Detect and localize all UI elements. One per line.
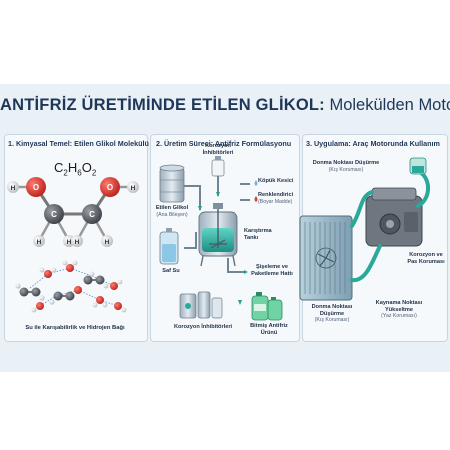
corrosion-inhibitor-bottle-top xyxy=(211,156,225,177)
engine-block-icon xyxy=(365,187,423,247)
title-rest: Molekülden Motora xyxy=(329,96,450,114)
atom-letters: O O C C H H H H H H xyxy=(11,183,136,246)
mixing-tank-icon xyxy=(198,203,238,267)
corrosion-inhibitor-barrels xyxy=(179,291,223,319)
water-and-glycol-molecules xyxy=(15,260,127,313)
panel-1-caption: Su ile Karışabilirlik ve Hidrojen Bağı xyxy=(25,325,125,331)
svg-text:O: O xyxy=(107,183,113,192)
hydrogen-atom xyxy=(7,181,19,193)
coolant-reservoir-icon xyxy=(409,157,427,175)
label-dye: Renklendirici(Boyar Madde) xyxy=(258,192,294,205)
hydrogen-atom xyxy=(33,235,45,247)
pure-water-tank-icon xyxy=(159,228,179,265)
svg-text:C: C xyxy=(51,210,57,219)
molecular-formula: C2H6O2 xyxy=(54,160,97,178)
dye-drop-icon xyxy=(254,196,258,202)
svg-text:C: C xyxy=(89,210,95,219)
label-boiling-point: Kaynama Noktası Yükseltme (Yaz Koruması) xyxy=(375,300,423,320)
carbon-atom-right xyxy=(82,204,102,224)
label-freeze-point-bottom: Donma Noktası Düşürme (Kış Koruması) xyxy=(311,304,353,324)
svg-text:H: H xyxy=(37,239,42,246)
label-freeze-point-top: Donma Noktası Düşürme(Kış Koruması) xyxy=(312,160,380,173)
glycol-drum-icon xyxy=(159,164,185,203)
antifoam-drop-icon xyxy=(254,180,258,186)
hydrogen-atom xyxy=(101,235,113,247)
oxygen-atom-left xyxy=(26,177,46,197)
carbon-atom-left xyxy=(44,204,64,224)
page-title: ANTİFRİZ ÜRETİMİNDE ETİLEN GLİKOL: Molek… xyxy=(0,96,450,115)
panel-1-heading: 1. Kimyasal Temel: Etilen Glikol Molekül… xyxy=(8,139,149,148)
label-antifoam: Köpük Kesici xyxy=(258,178,294,184)
radiator-fan-icon xyxy=(315,247,337,269)
svg-text:H: H xyxy=(105,239,110,246)
panel-3-heading: 3. Uygulama: Araç Motorunda Kullanım xyxy=(306,139,440,148)
svg-text:H: H xyxy=(75,239,80,246)
svg-text:H: H xyxy=(11,185,16,192)
hydrogen-atom xyxy=(127,181,139,193)
svg-text:O: O xyxy=(33,183,39,192)
title-bold: ANTİFRİZ ÜRETİMİNDE ETİLEN GLİKOL: xyxy=(0,96,325,114)
label-pure-water: Saf Su xyxy=(162,268,180,274)
label-ethylene-glycol: Etilen Glikol(Ana Bileşen) xyxy=(155,205,189,218)
svg-text:H: H xyxy=(131,185,136,192)
panel-2-heading: 2. Üretim Süreci: Antifriz Formülasyonu xyxy=(156,139,292,148)
ethylene-glycol-molecule xyxy=(7,177,139,247)
label-corrosion-inhibitors-bottom: Korozyon İnhibitörleri xyxy=(173,324,233,330)
oxygen-atom-right xyxy=(100,177,120,197)
antifreeze-product-jugs xyxy=(251,292,283,321)
svg-text:H: H xyxy=(67,239,72,246)
hydrogen-atom xyxy=(71,235,83,247)
